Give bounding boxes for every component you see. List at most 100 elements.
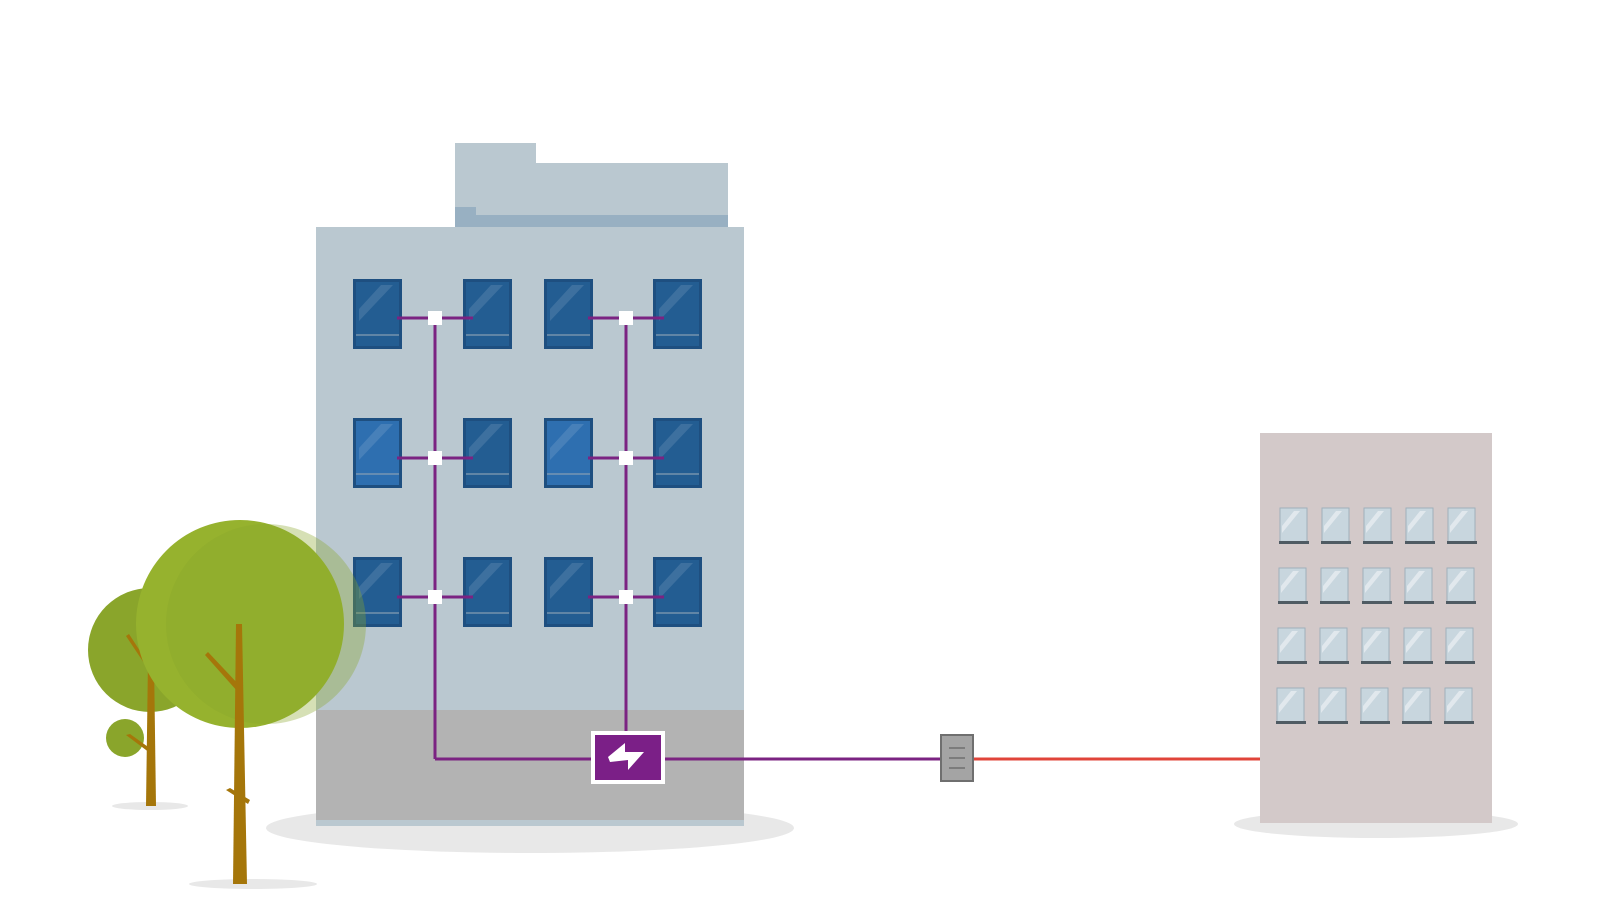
window-glare bbox=[659, 424, 693, 460]
neighbor-window-sill bbox=[1278, 601, 1308, 604]
neighbor-window-glare bbox=[1324, 511, 1342, 533]
neighbor-window-pane bbox=[1279, 507, 1308, 543]
window bbox=[353, 418, 402, 488]
neighbor-window bbox=[1363, 507, 1393, 544]
neighbor-window-pane bbox=[1320, 567, 1349, 603]
window-glare bbox=[550, 424, 584, 460]
neighbor-window bbox=[1444, 687, 1474, 724]
neighbor-window-pane bbox=[1277, 627, 1306, 663]
neighbor-window-glare bbox=[1448, 631, 1466, 653]
junction-box-icon bbox=[428, 311, 442, 325]
building-base bbox=[316, 710, 744, 820]
neighbor-window-glare bbox=[1406, 631, 1424, 653]
window bbox=[463, 418, 512, 488]
window bbox=[353, 279, 402, 349]
window-glare bbox=[469, 424, 503, 460]
neighbor-window bbox=[1277, 627, 1307, 664]
neighbor-window-glare bbox=[1450, 511, 1468, 533]
window bbox=[544, 418, 593, 488]
neighbor-window-pane bbox=[1321, 507, 1350, 543]
trees bbox=[88, 520, 366, 884]
neighbor-window bbox=[1361, 627, 1391, 664]
neighbor-window-sill bbox=[1319, 661, 1349, 664]
neighbor-window bbox=[1320, 567, 1350, 604]
neighbor-window-sill bbox=[1403, 661, 1433, 664]
window bbox=[653, 279, 702, 349]
neighbor-window-pane bbox=[1403, 627, 1432, 663]
window-glare bbox=[659, 563, 693, 599]
neighbor-window bbox=[1447, 507, 1477, 544]
neighbor-window-sill bbox=[1447, 541, 1477, 544]
main-building-windows bbox=[353, 279, 702, 627]
neighbor-window-glare bbox=[1321, 691, 1339, 713]
window bbox=[653, 418, 702, 488]
building-base-line bbox=[316, 820, 744, 826]
neighbor-window-glare bbox=[1322, 631, 1340, 653]
neighbor-window-sill bbox=[1361, 661, 1391, 664]
window bbox=[463, 279, 512, 349]
distribution-panel bbox=[591, 731, 665, 784]
wiring bbox=[397, 311, 1260, 761]
neighbor-window-pane bbox=[1276, 687, 1305, 723]
neighbor-window-pane bbox=[1445, 627, 1474, 663]
neighbor-building bbox=[1260, 433, 1492, 823]
window bbox=[353, 557, 402, 627]
neighbor-window bbox=[1278, 567, 1308, 604]
tree-small-trunk bbox=[146, 660, 156, 806]
neighbor-window bbox=[1319, 627, 1349, 664]
neighbor-window-pane bbox=[1361, 627, 1390, 663]
neighbor-window-glare bbox=[1449, 571, 1467, 593]
neighbor-window-glare bbox=[1364, 631, 1382, 653]
neighbor-window-glare bbox=[1281, 571, 1299, 593]
neighbor-window-pane bbox=[1319, 627, 1348, 663]
neighbor-window-sill bbox=[1363, 541, 1393, 544]
neighbor-window bbox=[1446, 567, 1476, 604]
neighbor-window-glare bbox=[1279, 691, 1297, 713]
junction-box-icon bbox=[428, 590, 442, 604]
neighbor-window-sill bbox=[1404, 601, 1434, 604]
neighbor-window bbox=[1321, 507, 1351, 544]
tree-large-branch bbox=[205, 652, 240, 692]
window bbox=[544, 279, 593, 349]
neighbor-window-sill bbox=[1360, 721, 1390, 724]
neighbor-window bbox=[1403, 627, 1433, 664]
tree-small-bush bbox=[106, 719, 144, 757]
neighbor-window bbox=[1405, 507, 1435, 544]
neighbor-window bbox=[1276, 687, 1306, 724]
neighbor-window bbox=[1318, 687, 1348, 724]
main-building bbox=[316, 143, 744, 826]
neighbor-window-pane bbox=[1360, 687, 1389, 723]
window-glare bbox=[359, 285, 393, 321]
neighbor-window bbox=[1445, 627, 1475, 664]
neighbor-window-sill bbox=[1279, 541, 1309, 544]
neighbor-window-glare bbox=[1447, 691, 1465, 713]
window-glare bbox=[359, 424, 393, 460]
neighbor-window-glare bbox=[1323, 571, 1341, 593]
window-glare bbox=[659, 285, 693, 321]
neighbor-window bbox=[1360, 687, 1390, 724]
neighbor-window bbox=[1362, 567, 1392, 604]
neighbor-window-sill bbox=[1405, 541, 1435, 544]
junction-box-icon bbox=[619, 451, 633, 465]
electric-meter bbox=[940, 734, 974, 782]
junction-box-icon bbox=[619, 590, 633, 604]
neighbor-window-pane bbox=[1318, 687, 1347, 723]
neighbor-window-pane bbox=[1447, 507, 1476, 543]
neighbor-window-sill bbox=[1446, 601, 1476, 604]
neighbor-window-glare bbox=[1366, 511, 1384, 533]
neighbor-window-pane bbox=[1444, 687, 1473, 723]
junction-box-icon bbox=[619, 311, 633, 325]
neighbor-window bbox=[1279, 507, 1309, 544]
lightning-bolt-icon bbox=[608, 743, 644, 770]
window-glare bbox=[359, 563, 393, 599]
junction-box-icon bbox=[428, 451, 442, 465]
neighbor-window bbox=[1402, 687, 1432, 724]
neighbor-window-sill bbox=[1402, 721, 1432, 724]
tree-small-branch bbox=[126, 734, 151, 753]
neighbor-window-sill bbox=[1276, 721, 1306, 724]
neighbor-window-glare bbox=[1408, 511, 1426, 533]
neighbor-window-pane bbox=[1362, 567, 1391, 603]
neighbor-window-glare bbox=[1365, 571, 1383, 593]
neighbor-window-glare bbox=[1282, 511, 1300, 533]
